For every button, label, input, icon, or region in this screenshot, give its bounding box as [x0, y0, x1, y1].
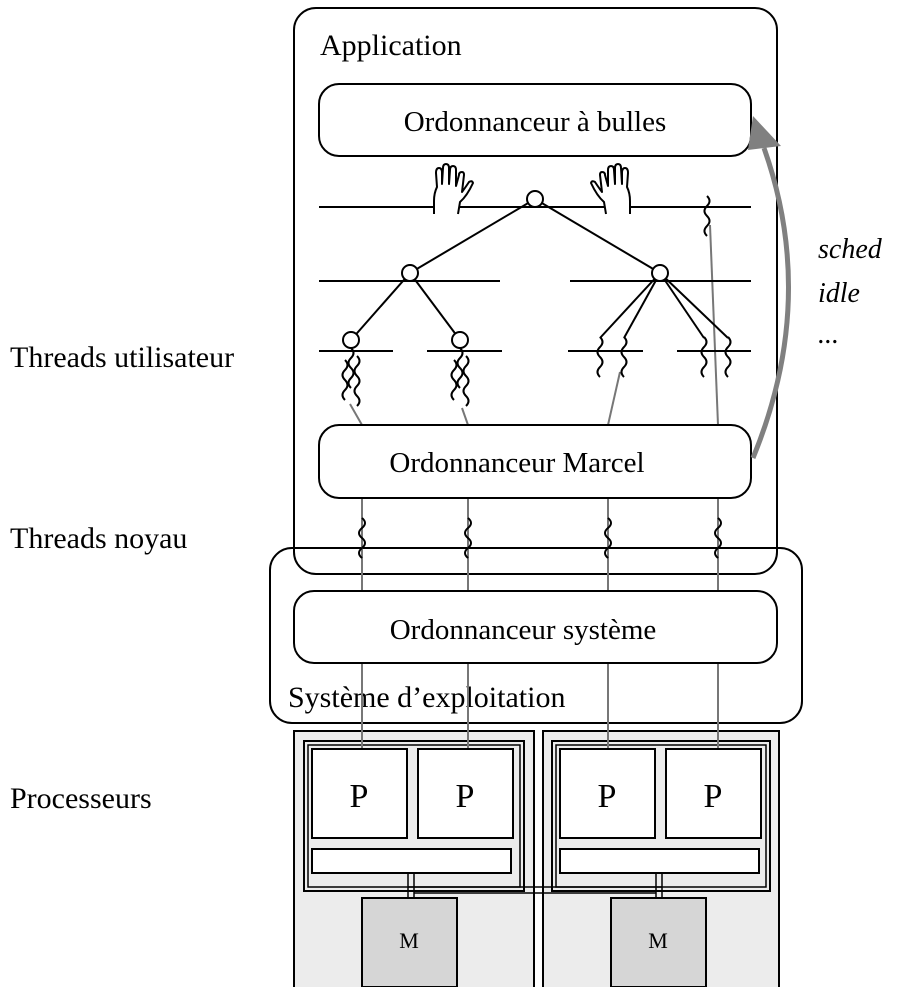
bubble-scheduler-box: [318, 83, 752, 157]
marcel-scheduler-label: Ordonnanceur Marcel: [389, 447, 644, 479]
processor-label: P: [704, 778, 723, 815]
memory-label: M: [648, 928, 668, 953]
application-label: Application: [320, 29, 462, 62]
threads-noyau-label: Threads noyau: [10, 522, 187, 555]
callback-arrow: [750, 147, 791, 459]
runqueue-levels: [319, 206, 751, 352]
memory-right: [610, 897, 707, 987]
callback-idle-label: idle: [818, 278, 860, 309]
processeurs-label: Processeurs: [10, 782, 152, 815]
memory-left: [361, 897, 458, 987]
os-label: Système d’exploitation: [288, 681, 565, 714]
application-box: [293, 7, 778, 575]
hardware-nodes: P P P P M M: [293, 730, 780, 987]
kernel-threads: [358, 517, 722, 559]
processor-label: P: [598, 778, 617, 815]
cache-bar-left: [311, 848, 512, 874]
system-scheduler-label: Ordonnanceur système: [390, 614, 657, 646]
marcel-scheduler-box: [318, 424, 752, 499]
bubble-tree: [342, 190, 729, 349]
callback-sched-label: sched: [818, 234, 883, 265]
processor-4: [665, 748, 762, 839]
bubble-scheduler-label: Ordonnanceur à bulles: [404, 106, 667, 138]
processor-1: [311, 748, 408, 839]
arrow-head-icon: [748, 116, 781, 150]
processor-3: [559, 748, 656, 839]
processor-label: P: [350, 778, 369, 815]
os-box: [269, 547, 803, 724]
user-threads: [341, 195, 732, 407]
callback-more-label: ...: [818, 319, 839, 350]
cache-bar-right: [559, 848, 760, 874]
threads-utilisateur-label: Threads utilisateur: [10, 341, 234, 374]
memory-label: M: [399, 928, 419, 953]
processor-label: P: [456, 778, 475, 815]
processor-2: [417, 748, 514, 839]
system-scheduler-box: [293, 590, 778, 664]
